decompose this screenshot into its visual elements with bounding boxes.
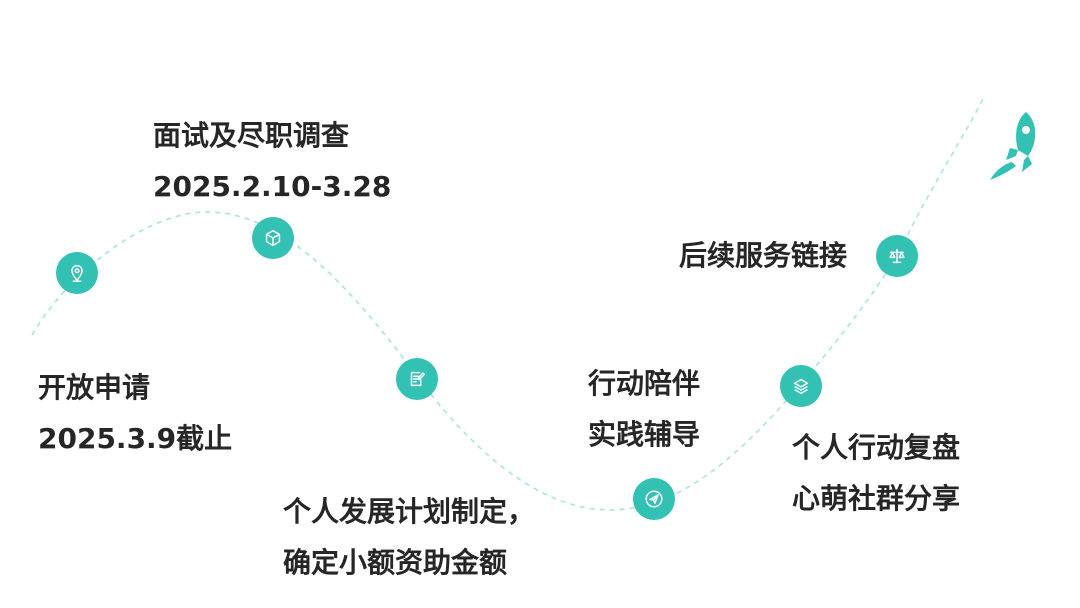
balance-scale-icon	[889, 248, 905, 264]
location-pin-icon	[71, 265, 83, 282]
step-2-title: 面试及尽职调查	[153, 119, 350, 152]
paper-plane-icon	[645, 490, 663, 508]
rocket-icon	[990, 112, 1036, 180]
step-node-2	[252, 217, 294, 259]
step-5-line-1: 个人行动复盘	[792, 431, 961, 464]
step-label-6: 后续服务链接	[679, 239, 848, 272]
step-label-3: 个人发展计划制定， 确定小额资助金额	[283, 497, 535, 578]
step-3-line-2: 确定小额资助金额	[283, 546, 508, 580]
step-node-6	[876, 235, 918, 277]
step-5-line-2: 心萌社群分享	[792, 482, 961, 516]
step-2-date: 2025.2.10-3.28	[153, 170, 392, 204]
step-label-2: 面试及尽职调查 2025.2.10-3.28	[153, 121, 391, 202]
step-node-4	[633, 478, 675, 520]
step-6-line-1: 后续服务链接	[679, 239, 848, 272]
document-edit-icon	[410, 371, 426, 387]
step-label-5: 个人行动复盘 心萌社群分享	[792, 433, 960, 514]
step-1-title: 开放申请	[38, 371, 151, 404]
layers-icon	[793, 378, 809, 395]
step-node-5	[780, 365, 822, 407]
step-1-date: 2025.3.9截止	[38, 422, 233, 456]
step-node-1	[56, 252, 98, 294]
cube-icon	[265, 229, 281, 247]
step-4-line-1: 行动陪伴	[588, 367, 701, 400]
step-3-line-1: 个人发展计划制定，	[283, 495, 536, 528]
step-4-line-2: 实践辅导	[588, 418, 701, 452]
step-node-3	[396, 358, 438, 400]
step-label-4: 行动陪伴 实践辅导	[588, 369, 700, 450]
step-label-1: 开放申请 2025.3.9截止	[38, 373, 232, 454]
